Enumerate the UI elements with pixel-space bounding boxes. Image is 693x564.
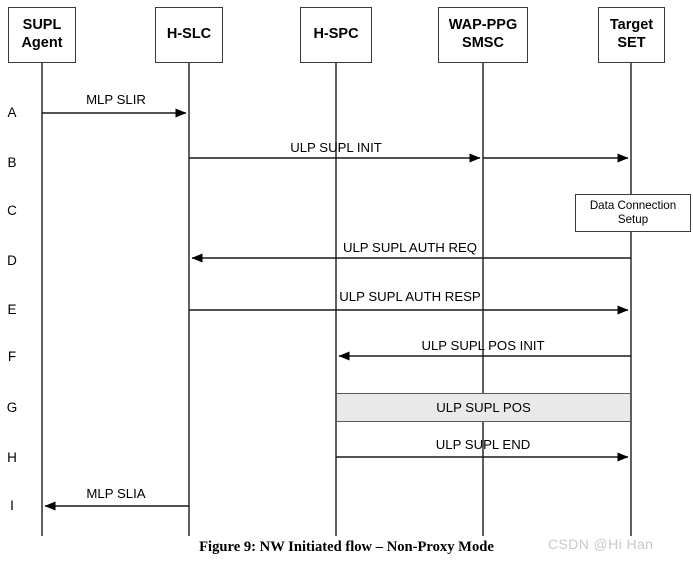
note-data-connection-setup: Data Connection Setup bbox=[575, 194, 691, 232]
step-letter-b: B bbox=[7, 155, 17, 170]
step-letter-e: E bbox=[7, 302, 17, 317]
actor-box-h-spc[interactable]: H-SPC bbox=[300, 7, 372, 63]
message-label-ulp-supl-auth-resp: ULP SUPL AUTH RESP bbox=[339, 289, 481, 304]
actor-box-target-set[interactable]: Target SET bbox=[598, 7, 665, 63]
message-label-ulp-supl-init: ULP SUPL INIT bbox=[290, 140, 382, 155]
message-label-ulp-supl-pos-init: ULP SUPL POS INIT bbox=[421, 338, 545, 353]
actor-label-target-set-line2: SET bbox=[617, 35, 646, 51]
watermark-text: CSDN @Hi Han bbox=[548, 536, 654, 552]
message-arrows bbox=[42, 108, 631, 511]
figure-caption: Figure 9: NW Initiated flow – Non-Proxy … bbox=[199, 539, 494, 555]
band-ulp-supl-pos: ULP SUPL POS bbox=[336, 393, 631, 422]
actor-label-wap-ppg-line2: SMSC bbox=[462, 35, 504, 51]
step-letter-c: C bbox=[7, 203, 17, 218]
actor-label-target-set-line1: Target bbox=[609, 17, 654, 34]
note-label-data-connection-setup: Data Connection Setup bbox=[589, 198, 677, 226]
lifelines bbox=[41, 63, 632, 536]
actor-label-h-spc: H-SPC bbox=[313, 26, 359, 43]
message-label-ulp-supl-auth-req: ULP SUPL AUTH REQ bbox=[342, 240, 478, 255]
message-label-mlp-slir: MLP SLIR bbox=[86, 92, 146, 107]
band-label-ulp-supl-pos: ULP SUPL POS bbox=[436, 400, 531, 415]
step-letter-a: A bbox=[7, 105, 17, 120]
actor-label-wap-ppg-line1: WAP-PPG bbox=[448, 17, 518, 34]
actor-label-supl-agent-line2: Agent bbox=[21, 35, 63, 51]
step-letter-f: F bbox=[7, 349, 17, 364]
step-letter-g: G bbox=[6, 400, 18, 415]
step-letter-i: I bbox=[10, 498, 14, 513]
actor-box-supl-agent[interactable]: SUPL Agent bbox=[8, 7, 76, 63]
actor-box-h-slc[interactable]: H-SLC bbox=[155, 7, 223, 63]
message-label-mlp-slia: MLP SLIA bbox=[86, 486, 146, 501]
actor-label-h-slc: H-SLC bbox=[166, 26, 212, 43]
step-letter-h: H bbox=[7, 450, 17, 465]
actor-label-supl-agent-line1: SUPL bbox=[22, 17, 62, 34]
message-label-ulp-supl-end: ULP SUPL END bbox=[435, 437, 531, 452]
actor-box-wap-ppg-smsc[interactable]: WAP-PPG SMSC bbox=[438, 7, 528, 63]
step-letter-d: D bbox=[7, 253, 17, 268]
